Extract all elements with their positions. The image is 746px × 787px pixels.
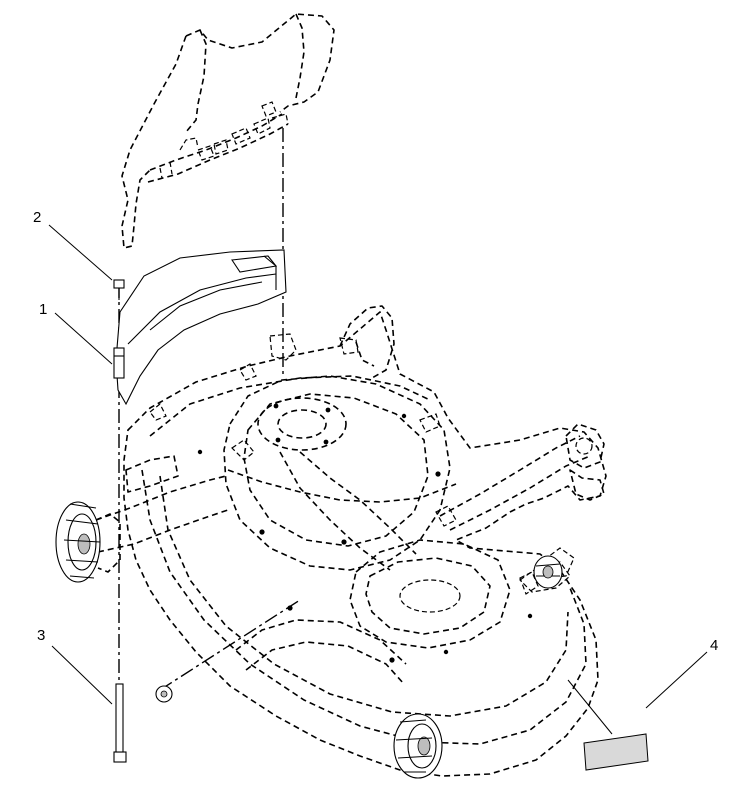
- leader-line-decal-to-deck: [567, 679, 613, 735]
- discharge-chute-assembly: [121, 13, 335, 249]
- leader-line-2: [48, 224, 113, 281]
- callout-4: 4: [710, 637, 718, 654]
- leader-line-4: [645, 651, 708, 709]
- callout-3: 3: [37, 627, 45, 644]
- decal-part: [583, 733, 649, 771]
- rear-gauge-wheel: [393, 713, 443, 779]
- mower-deck: [95, 305, 607, 777]
- front-pivot-nut: [155, 685, 173, 703]
- leader-line-1: [54, 312, 113, 365]
- discharge-roller: [533, 555, 563, 589]
- leader-line-3: [51, 645, 113, 705]
- bolt-bottom-part: [113, 683, 127, 763]
- left-gauge-wheel: [55, 501, 121, 583]
- chute-deflector: [115, 249, 287, 406]
- spacer-part: [113, 347, 125, 379]
- callout-2: 2: [33, 209, 41, 226]
- bolt-top-part: [113, 279, 125, 300]
- callout-1: 1: [39, 301, 47, 318]
